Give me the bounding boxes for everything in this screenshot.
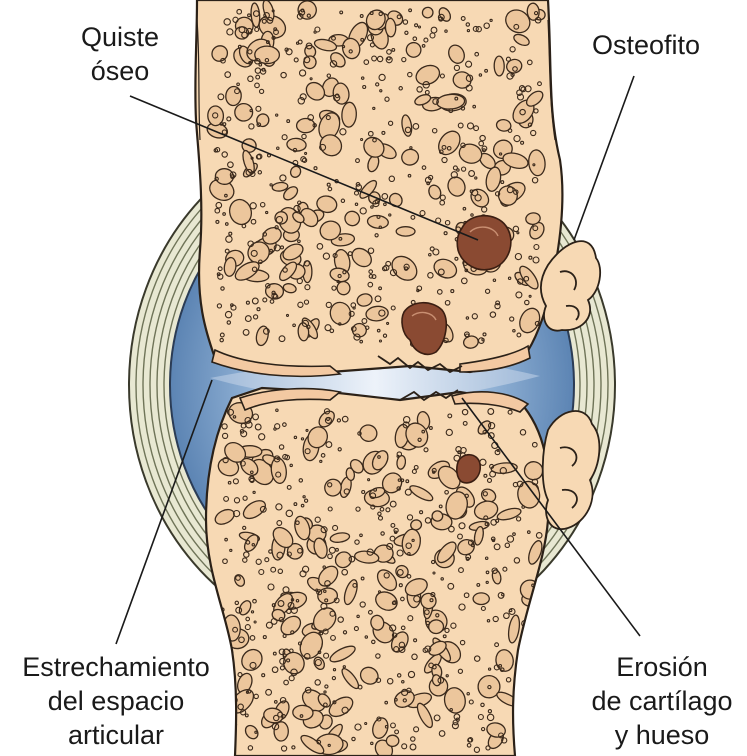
label-bone-cyst: Quiste óseo xyxy=(60,20,180,88)
label-joint-space-line1: Estrechamiento xyxy=(0,650,232,684)
leader-osteophyte xyxy=(574,76,634,240)
upper-bone-trabecula xyxy=(296,118,314,133)
upper-bone-trabecula xyxy=(396,227,415,236)
label-osteophyte: Osteofito xyxy=(576,28,716,62)
lower-bone-trabecula xyxy=(386,735,399,747)
label-osteophyte-line1: Osteofito xyxy=(576,28,716,62)
label-erosion-line2: de cartílago xyxy=(582,684,742,718)
lower-bone-pore xyxy=(537,615,539,617)
label-bone-cyst-line2: óseo xyxy=(60,54,180,88)
label-joint-space-line3: articular xyxy=(0,718,232,752)
lower-bone-pore xyxy=(533,614,538,619)
label-erosion-line3: y hueso xyxy=(582,718,742,752)
lower-bone-pore xyxy=(523,693,529,699)
upper-bone xyxy=(195,0,562,372)
lower-bone-pore xyxy=(536,588,540,592)
label-erosion-line1: Erosión xyxy=(582,650,742,684)
lower-bone-pore xyxy=(533,727,539,733)
lower-bone-trabecula xyxy=(520,580,540,600)
lower-bone-trabecula xyxy=(274,722,289,741)
lower-bone-pore xyxy=(526,664,532,670)
lower-bone-pore xyxy=(519,697,525,703)
lower-bone xyxy=(206,388,549,756)
lower-bone-pore xyxy=(537,604,543,610)
label-bone-cyst-line1: Quiste xyxy=(60,20,180,54)
label-joint-space-line2: del espacio xyxy=(0,684,232,718)
lower-bone-pore xyxy=(532,737,535,740)
lower-bone-trabecula xyxy=(473,593,489,605)
lower-bone-trabecula xyxy=(518,643,538,664)
lower-bone-trabecula xyxy=(428,619,444,634)
upper-bone-trabecula xyxy=(385,18,396,37)
upper-bone-trabecula xyxy=(494,56,504,76)
upper-bone-trabecula xyxy=(255,46,280,64)
lower-bone-pore xyxy=(533,730,538,735)
label-erosion: Erosión de cartílago y hueso xyxy=(582,650,742,752)
lower-bone-pore xyxy=(522,735,525,738)
label-joint-space-narrowing: Estrechamiento del espacio articular xyxy=(0,650,232,752)
